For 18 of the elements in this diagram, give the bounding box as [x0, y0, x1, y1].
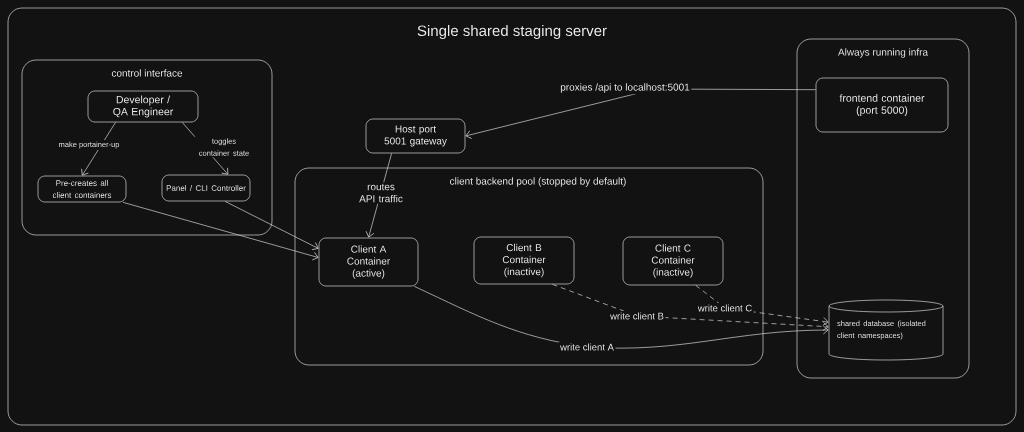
edge-label: write client B: [608, 311, 666, 321]
process-box: Panel / CLI Controller: [161, 174, 251, 202]
process-box: Client B Container (inactive): [473, 236, 575, 285]
arrow: [695, 285, 829, 326]
arrow: [413, 286, 829, 349]
edge-label: routes API traffic: [349, 182, 413, 204]
process-box: Developer / QA Engineer: [87, 90, 199, 123]
process-box: Pre-creates all client containers: [37, 175, 127, 203]
edge-label: write client C: [696, 303, 754, 313]
arrow: [81, 122, 116, 176]
arrow: [552, 284, 829, 331]
process-box: Host port 5001 gateway: [365, 118, 466, 154]
process-box: Client C Container (inactive): [622, 236, 724, 286]
process-box: frontend container (port 5000): [815, 77, 949, 133]
arrow: [224, 201, 319, 251]
arrow: [122, 202, 319, 261]
process-box: Client A Container (active): [318, 237, 419, 287]
edge-label: write client A: [558, 342, 616, 352]
